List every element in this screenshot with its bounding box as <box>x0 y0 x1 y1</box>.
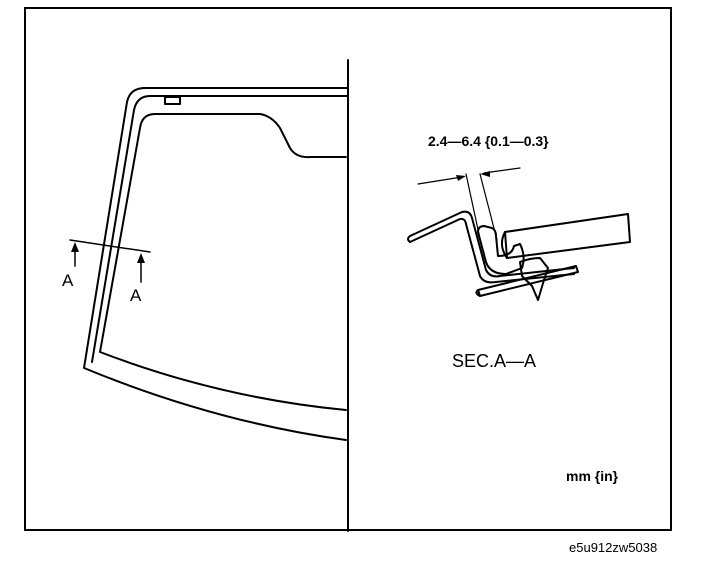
urethane-bead <box>519 257 549 301</box>
arrow-head-left <box>71 242 79 252</box>
section-cut-line <box>69 239 151 253</box>
section-title: SEC.A—A <box>452 351 537 371</box>
section-marker-right: A <box>130 286 142 305</box>
windshield-molding-line <box>91 95 349 363</box>
section-marker-left: A <box>62 271 74 290</box>
glass-section <box>504 213 631 259</box>
vin-tab <box>164 96 181 105</box>
mirror-area-outline <box>259 113 347 159</box>
windshield-inner-boundary <box>99 113 347 411</box>
body-panel-inner <box>409 217 575 284</box>
dimension-label: 2.4—6.4 {0.1—0.3} <box>428 133 549 149</box>
units-label: mm {in} <box>566 468 619 484</box>
windshield-outer-edge <box>83 87 349 441</box>
molding-section <box>477 225 525 275</box>
flange-section <box>477 265 579 297</box>
figure-code: e5u912zw5038 <box>569 540 658 555</box>
dim-line-left <box>417 176 463 185</box>
body-panel-outer <box>409 210 575 278</box>
arrow-head-right <box>137 253 145 263</box>
